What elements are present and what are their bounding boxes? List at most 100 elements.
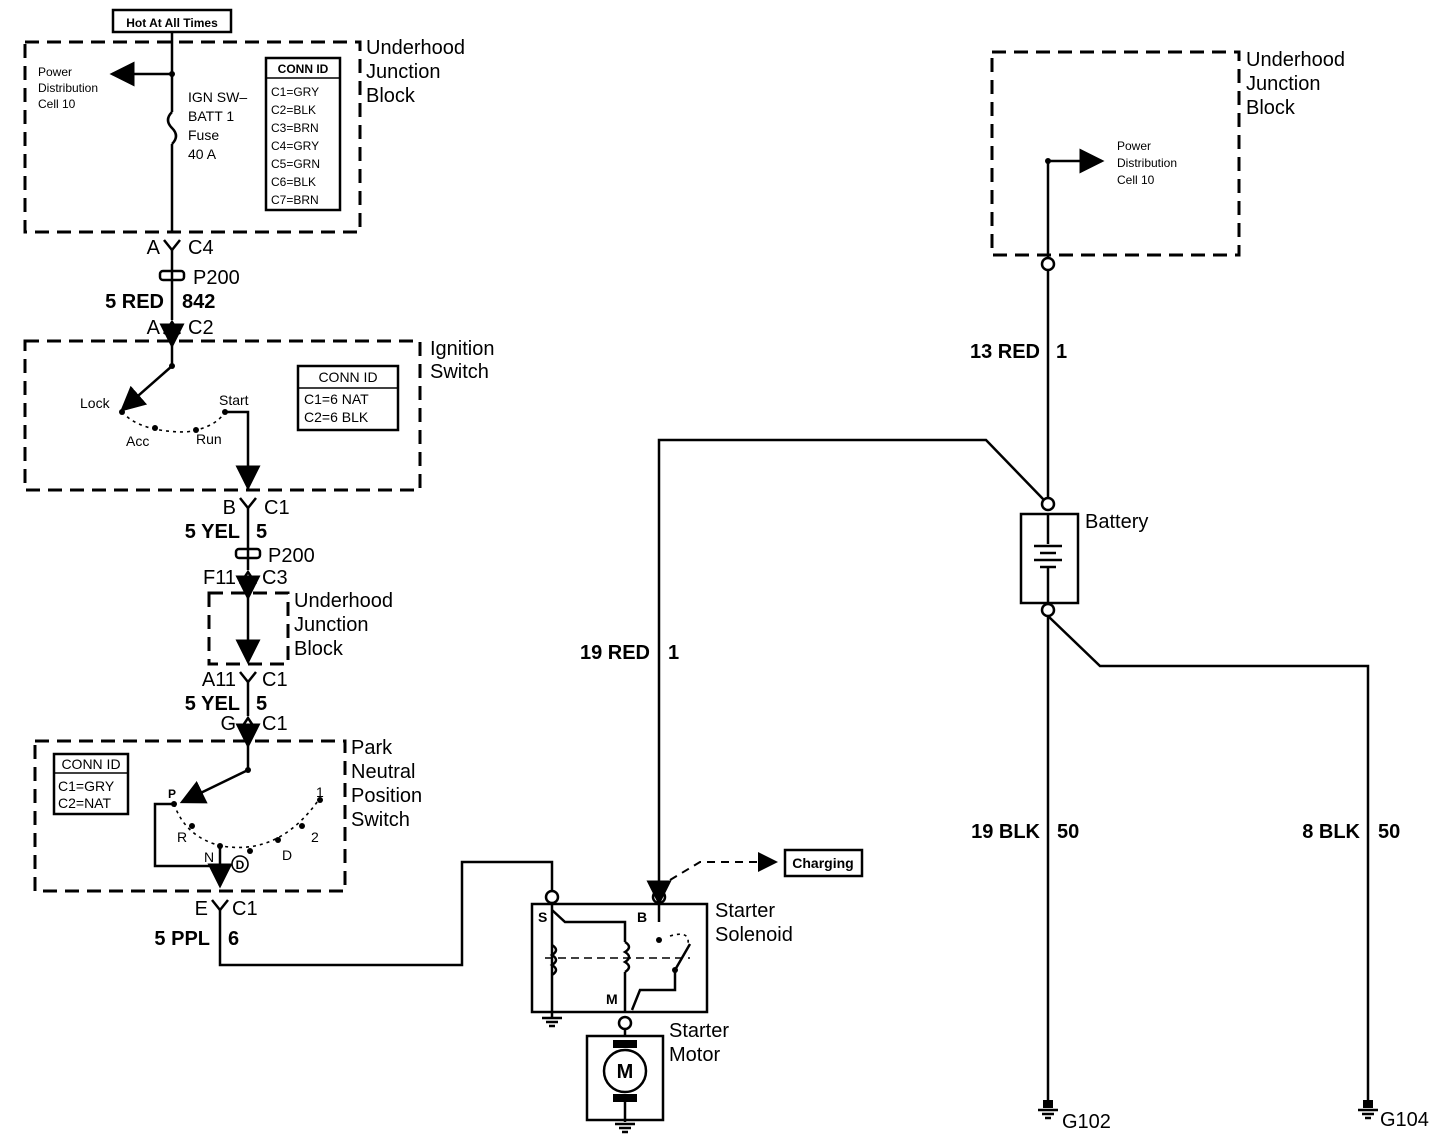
starter-motor-box (585, 1029, 665, 1122)
conn-id-box-1 (264, 56, 342, 212)
pnp-line1: Park (351, 737, 393, 759)
conn-id-box-2 (296, 364, 400, 432)
wire4-gauge: 5 PPL (154, 928, 210, 950)
c1d-pin: E (195, 898, 208, 920)
p200b-label: P200 (268, 545, 315, 567)
wire-5-ppl-to-solenoid (218, 860, 554, 967)
charging-label: Charging (792, 855, 853, 871)
pnp-switch-blade (179, 768, 249, 804)
c1b-conn: C1 (262, 669, 288, 691)
underhood-junction-block-right (990, 50, 1241, 257)
ujb2-label-line2: Junction (294, 614, 369, 636)
ujb1-label-line1: Underhood (366, 37, 465, 59)
pnp-switch-arc (173, 797, 321, 849)
pnp-d: D (282, 847, 292, 863)
pd-right-line2: Distribution (1117, 156, 1177, 170)
underhood-junction-block-1 (23, 40, 362, 234)
ujb1-label-line3: Block (366, 85, 416, 107)
g104-wire-gauge: 8 BLK (1302, 821, 1360, 843)
p200a-label: P200 (193, 267, 240, 289)
motor-brush-bottom (613, 1094, 637, 1102)
battery-negative-terminal (1040, 602, 1056, 618)
connector-c2-symbol (162, 319, 182, 335)
conn1-item: C2=BLK (271, 103, 316, 117)
pnp-line2: Neutral (351, 761, 415, 783)
solenoid-s: S (538, 909, 547, 925)
wire3-circuit: 5 (256, 693, 267, 715)
solenoid-m-terminal (617, 1015, 633, 1031)
c1c-pin: G (220, 713, 236, 735)
conn2-item: C2=6 BLK (304, 409, 369, 425)
ign-label-line1: Ignition (430, 338, 495, 360)
conn1-item: C4=GRY (271, 139, 319, 153)
right-top-gauge: 13 RED (970, 341, 1040, 363)
connector-c1-a11-symbol (239, 671, 257, 685)
fuse-line1: IGN SW– (188, 89, 247, 105)
hot-at-all-times-label: Hot At All Times (126, 16, 218, 30)
mid-wire-gauge: 19 RED (580, 642, 650, 664)
ign-lock: Lock (80, 395, 111, 411)
solenoid-b: B (637, 909, 647, 925)
hold-in-coil (622, 940, 631, 974)
ujb2-label-line1: Underhood (294, 590, 393, 612)
c2-conn: C2 (188, 317, 214, 339)
pnp-line3: Position (351, 785, 422, 807)
p200-connector-b (234, 547, 262, 560)
wire-19-red (657, 438, 1045, 890)
solenoid-b-terminal (651, 889, 667, 905)
ign-start: Start (219, 392, 249, 408)
g102-wire-gauge: 19 BLK (971, 821, 1040, 843)
charging-box (783, 848, 864, 878)
c3-pin: F11 (203, 567, 236, 589)
ign-label-line2: Switch (430, 361, 489, 383)
c1c-conn: C1 (262, 713, 288, 735)
ignition-switch-blade (120, 365, 173, 412)
park-neutral-position-switch-box (33, 739, 347, 893)
conn3-item: C2=NAT (58, 795, 111, 811)
ujb-right-line1: Underhood (1246, 49, 1345, 71)
g104-wire-circuit: 50 (1378, 821, 1400, 843)
c1a-conn: C1 (264, 497, 290, 519)
conn1-item: C1=GRY (271, 85, 319, 99)
motor-line1: Starter (669, 1020, 729, 1042)
pnp-r: R (177, 829, 187, 845)
charging-arrow (669, 852, 778, 881)
g102-label: G102 (1062, 1111, 1111, 1133)
ujb1-label-line2: Junction (366, 61, 441, 83)
motor-brush-top (613, 1040, 637, 1048)
g102-wire-circuit: 50 (1057, 821, 1079, 843)
fuse-line2: BATT 1 (188, 108, 234, 124)
wire2-circuit: 5 (256, 521, 267, 543)
wire4-circuit: 6 (228, 928, 239, 950)
starter-solenoid-box (530, 902, 709, 1014)
connector-c1-b-symbol (239, 497, 257, 511)
p200-connector-a (158, 269, 186, 282)
solenoid-line1: Starter (715, 900, 775, 922)
pnp-n: N (204, 849, 214, 865)
pd-right-line1: Power (1117, 139, 1151, 153)
pd1-line3: Cell 10 (38, 97, 76, 111)
ign-acc: Acc (126, 433, 149, 449)
wire3-gauge: 5 YEL (185, 693, 240, 715)
wire1-circuit: 842 (182, 291, 215, 313)
pull-in-coil (549, 943, 558, 977)
start-wire (225, 410, 250, 490)
pnp-2: 2 (311, 829, 319, 845)
ujb-right-line3: Block (1246, 97, 1296, 119)
pnp-line4: Switch (351, 809, 410, 831)
conn1-item: C6=BLK (271, 175, 316, 189)
conn-id-box-3 (52, 752, 130, 816)
pd1-line1: Power (38, 65, 72, 79)
mid-wire-circuit: 1 (668, 642, 679, 664)
c3-conn: C3 (262, 567, 288, 589)
ignition-switch-arc (121, 411, 226, 433)
connector-c1-e-symbol (211, 899, 229, 913)
fuse-line3: Fuse (188, 127, 219, 143)
pnp-park-jumper (153, 802, 220, 868)
right-top-circuit: 1 (1056, 341, 1067, 363)
wire1-gauge: 5 RED (105, 291, 164, 313)
splice-dot (169, 71, 175, 77)
g104-label: G104 (1380, 1109, 1429, 1131)
conn1-title: CONN ID (278, 62, 329, 76)
